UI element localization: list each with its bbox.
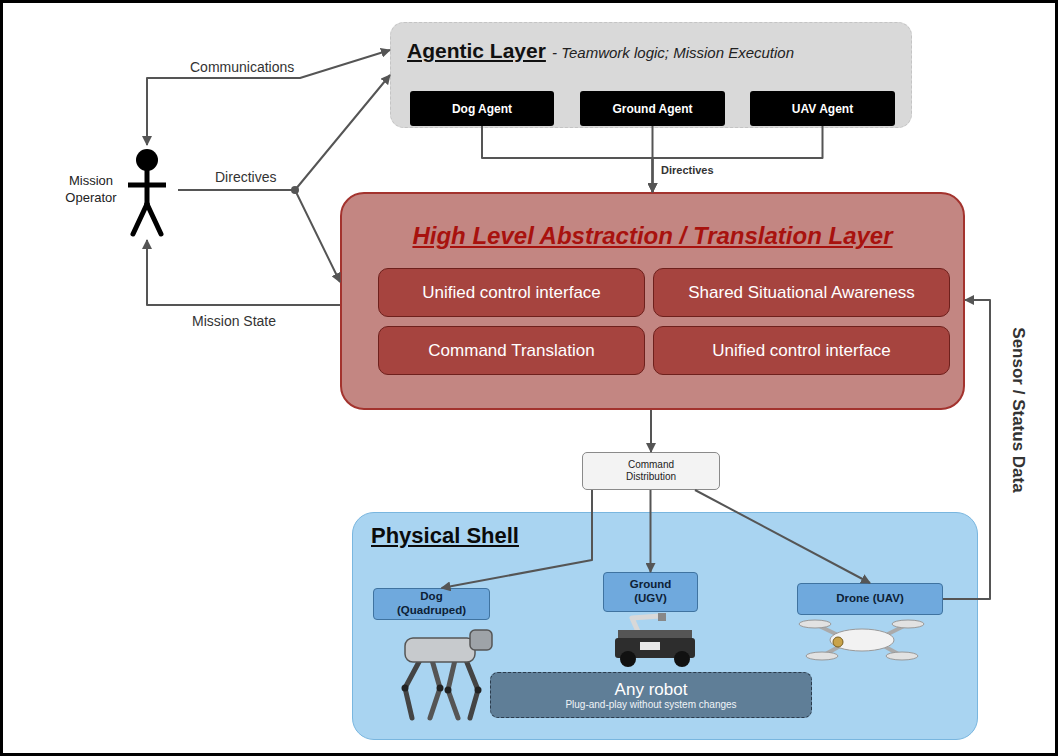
connector-arrow [178,75,390,190]
node-sublabel: - Teamwork logic; Mission Execution [552,44,794,61]
node-label: Physical Shell [371,523,519,549]
edge-label: Directives [661,164,714,177]
node-label: Ground (UGV) [616,578,686,606]
operator-actor: Mission Operator [60,145,178,240]
node-label: Ground Agent [612,102,692,116]
node-label: Mission Operator [60,173,122,207]
connector-arrow [650,410,652,452]
edge-label: Communications [190,59,294,75]
robot-box: Dog (Quadruped) [373,588,490,620]
process-box: Command Distribution [582,452,720,490]
layer-band: High Level Abstraction / Translation Lay… [340,192,965,410]
node-label: Command Translation [428,341,594,361]
node-label: Dog (Quadruped) [397,590,467,618]
agent-box: Dog Agent [410,91,554,126]
function-box: Unified control interface [378,268,645,317]
edge-label: Mission State [192,313,276,329]
robot-box: Drone (UAV) [797,583,943,615]
node-label: Unified control interface [422,283,601,303]
function-box: Shared Situational Awareness [653,268,950,317]
layer-band: Physical ShellDog (Quadruped) Ground (UGV… [352,512,978,740]
node-label: Agentic Layer [407,39,546,63]
plug-box: Any robotPlug-and-play without system ch… [490,672,812,718]
junction-dot [291,186,299,194]
layer-band: Agentic Layer - Teamwork logic; Mission E… [390,22,912,128]
connector-arrow [652,126,654,192]
connector-arrow [178,190,340,282]
connector-arrow [147,50,390,145]
node-label: Unified control interface [712,341,891,361]
function-box: Unified control interface [653,326,950,375]
node-label: Command Distribution [611,459,691,484]
node-label: Shared Situational Awareness [688,283,915,303]
connector-arrow [653,126,823,192]
node-label: Drone (UAV) [836,592,904,606]
node-label: High Level Abstraction / Translation Lay… [342,222,963,250]
robot-box: Ground (UGV) [603,572,698,612]
node-sublabel: Plug-and-play without system changes [565,699,736,710]
connector-arrow [147,240,340,305]
node-label: UAV Agent [792,102,853,116]
function-box: Command Translation [378,326,645,375]
node-label: Dog Agent [452,102,512,116]
agent-box: Ground Agent [580,91,725,126]
edge-label: Directives [215,169,276,185]
agent-box: UAV Agent [750,91,895,126]
connector-arrow [482,126,653,192]
edge-label: Sensor / Status Data [1008,300,1028,520]
operator-figure [128,149,166,234]
node-label: Any robot [615,680,688,700]
